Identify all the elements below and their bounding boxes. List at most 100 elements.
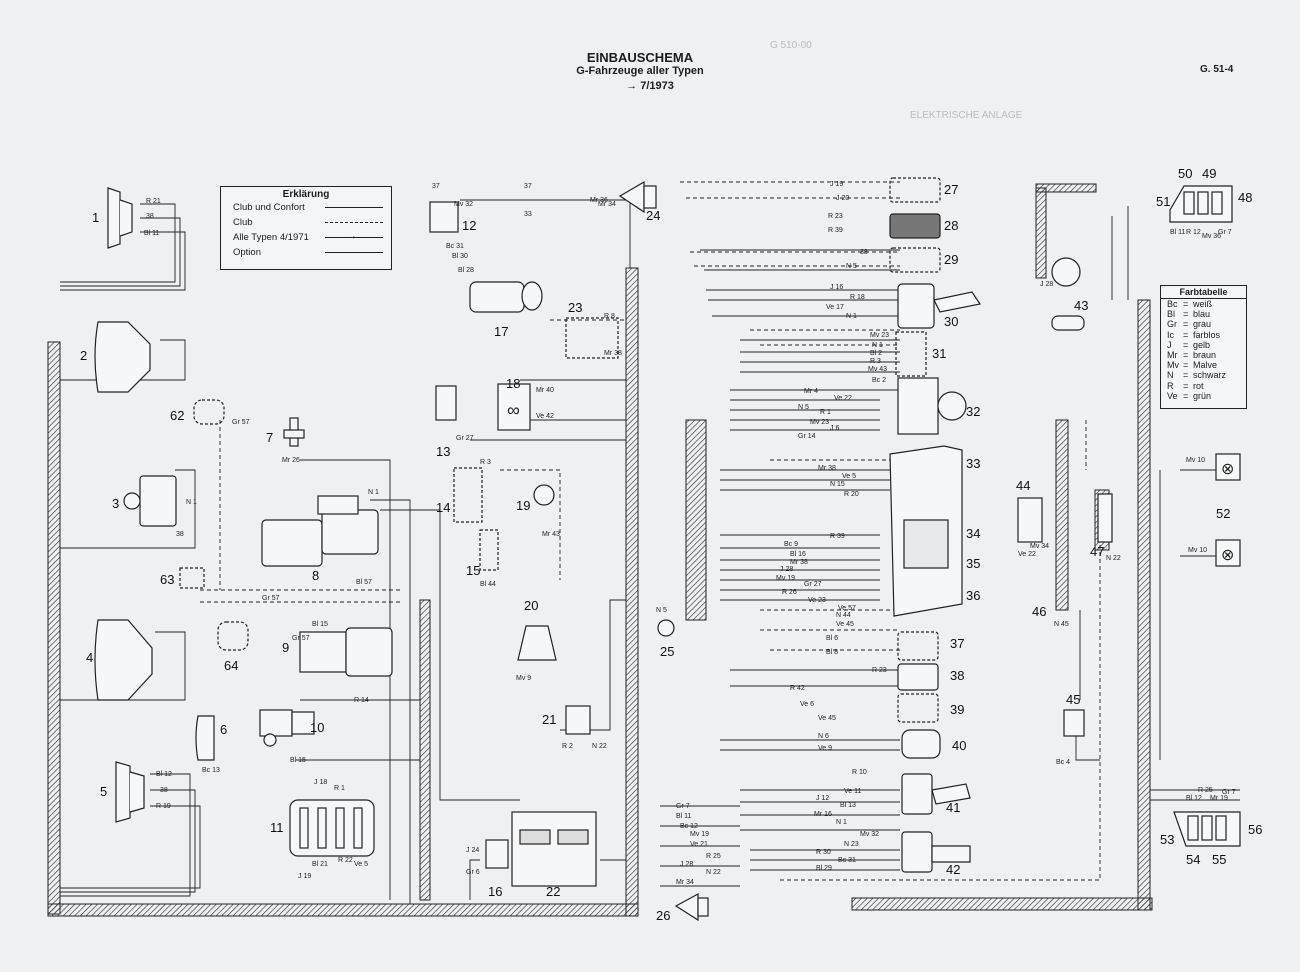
wire-label: J 12 bbox=[816, 795, 829, 802]
color-code: J bbox=[1167, 339, 1172, 350]
component-number-47: 47 bbox=[1090, 544, 1104, 559]
wire-label: Bl 11 bbox=[144, 230, 160, 237]
wire-label: 38 bbox=[146, 213, 154, 220]
lamp-icon: ⊗ bbox=[1221, 461, 1234, 478]
wire-label: N 1 bbox=[846, 313, 857, 320]
legend-box: Erklärung Club und Confort Club Alle Typ… bbox=[220, 186, 392, 270]
line-arrow-icon bbox=[325, 229, 383, 244]
color-table: Farbtabelle Bc=weiß Bl=blau Gr=grau Ic=f… bbox=[1160, 285, 1247, 409]
component-number-10: 10 bbox=[310, 720, 324, 735]
wire-label: N 22 bbox=[1106, 555, 1121, 562]
color-row: Bl=blau bbox=[1167, 309, 1211, 320]
legend-title: Erklärung bbox=[282, 189, 330, 200]
wire-label: Bl 8 bbox=[826, 649, 838, 656]
line-dashed-icon bbox=[325, 222, 383, 223]
color-name: weiß bbox=[1193, 299, 1213, 309]
color-code: Ve bbox=[1167, 390, 1178, 401]
component-number-4: 4 bbox=[86, 650, 93, 665]
wire-label: Ve 45 bbox=[818, 715, 836, 722]
color-code: Gr bbox=[1167, 319, 1177, 330]
wire-label: R 26 bbox=[782, 589, 797, 596]
wire-label: Mr 38 bbox=[604, 350, 622, 357]
component-icons: ⊗ ⊗ ∞ bbox=[507, 400, 1234, 564]
wire-label: Bl 12 bbox=[156, 771, 172, 778]
component-number-40: 40 bbox=[952, 738, 966, 753]
wire-label: 37 bbox=[524, 183, 532, 190]
wire-label: N 45 bbox=[1054, 621, 1069, 628]
component-number-32: 32 bbox=[966, 404, 980, 419]
component-number-25: 25 bbox=[660, 644, 674, 659]
wire-label: R 12 bbox=[1186, 229, 1201, 236]
diagram-date: → 7/1973 bbox=[600, 80, 700, 92]
wire-label: Mr 38 bbox=[818, 465, 836, 472]
wire-label: Bl 2 bbox=[870, 350, 882, 357]
color-code: Mv bbox=[1167, 360, 1179, 371]
wire-label: N 5 bbox=[846, 263, 857, 270]
wire-label: Mv 34 bbox=[1030, 543, 1049, 550]
wire-label: 38 bbox=[176, 531, 184, 538]
component-number-22: 22 bbox=[546, 884, 560, 899]
component-number-48: 48 bbox=[1238, 190, 1252, 205]
wire-label: Mv 9 bbox=[516, 675, 531, 682]
wire-label: R 1 bbox=[334, 785, 345, 792]
color-row: Ve=grün bbox=[1167, 390, 1212, 401]
component-number-19: 19 bbox=[516, 498, 530, 513]
wire-label: Gr 27 bbox=[456, 435, 474, 442]
wire-label: Bc 4 bbox=[1056, 759, 1070, 766]
wire-label: R 39 bbox=[830, 533, 845, 540]
line-solid-icon bbox=[325, 207, 383, 208]
line-option-icon bbox=[325, 252, 383, 253]
color-row: Mr=braun bbox=[1167, 350, 1217, 361]
wire-label: N 5 bbox=[798, 404, 809, 411]
component-number-54: 54 bbox=[1186, 852, 1200, 867]
wire-label: Mr 34 bbox=[676, 879, 694, 886]
wire-label: N 15 bbox=[830, 481, 845, 488]
wire-label: N 22 bbox=[706, 869, 721, 876]
wire-label: Ve 17 bbox=[826, 304, 844, 311]
component-number-1: 1 bbox=[92, 210, 99, 225]
wire-label: R 25 bbox=[706, 853, 721, 860]
wire-label: J 16 bbox=[830, 284, 843, 291]
wire-label: N 6 bbox=[818, 733, 829, 740]
legend-label: Club bbox=[233, 217, 253, 228]
component-number-52: 52 bbox=[1216, 506, 1230, 521]
legend-row: Option bbox=[221, 245, 391, 260]
wire-label: J 19 bbox=[298, 873, 311, 880]
wire-label: J 28 bbox=[780, 566, 793, 573]
component-number-34: 34 bbox=[966, 526, 980, 541]
wire-label: 38 bbox=[860, 249, 868, 256]
main-harness bbox=[47, 183, 1153, 917]
component-number-29: 29 bbox=[944, 252, 958, 267]
wire-label: Mr 34 bbox=[598, 201, 616, 208]
wire-label: 37 bbox=[432, 183, 440, 190]
legend-label: Alle Typen 4/1971 bbox=[233, 232, 309, 243]
wire-label: Bc 2 bbox=[872, 377, 886, 384]
wire-label: Bl 21 bbox=[312, 861, 328, 868]
wire-label: Gr 57 bbox=[262, 595, 280, 602]
color-code: N bbox=[1167, 370, 1174, 381]
fan-icon: ∞ bbox=[507, 400, 520, 420]
wire-label: Ve 22 bbox=[834, 395, 852, 402]
color-table-title: Farbtabelle bbox=[1161, 286, 1246, 299]
wire-label: R 19 bbox=[156, 803, 171, 810]
component-number-63: 63 bbox=[160, 572, 174, 587]
wire-label: Gr 7 bbox=[1218, 229, 1232, 236]
wire-label: Gr 7 bbox=[1222, 789, 1236, 796]
page-reference: G. 51-4 bbox=[1200, 64, 1234, 75]
component-number-3: 3 bbox=[112, 496, 119, 511]
diagram-subtitle: G-Fahrzeuge aller Typen bbox=[576, 65, 704, 77]
color-name: farblos bbox=[1193, 329, 1221, 340]
component-number-18: 18 bbox=[506, 376, 520, 391]
component-number-43: 43 bbox=[1074, 298, 1088, 313]
component-number-35: 35 bbox=[966, 556, 980, 571]
component-number-14: 14 bbox=[436, 500, 450, 515]
component-number-7: 7 bbox=[266, 430, 273, 445]
component-number-53: 53 bbox=[1160, 832, 1174, 847]
wire-label: R 23 bbox=[872, 667, 887, 674]
component-number-51: 51 bbox=[1156, 194, 1170, 209]
component-number-13: 13 bbox=[436, 444, 450, 459]
component-number-49: 49 bbox=[1202, 166, 1216, 181]
wire-label: 33 bbox=[524, 211, 532, 218]
component-number-labels: 1234567891011121314151617181920212223242… bbox=[80, 166, 1262, 923]
